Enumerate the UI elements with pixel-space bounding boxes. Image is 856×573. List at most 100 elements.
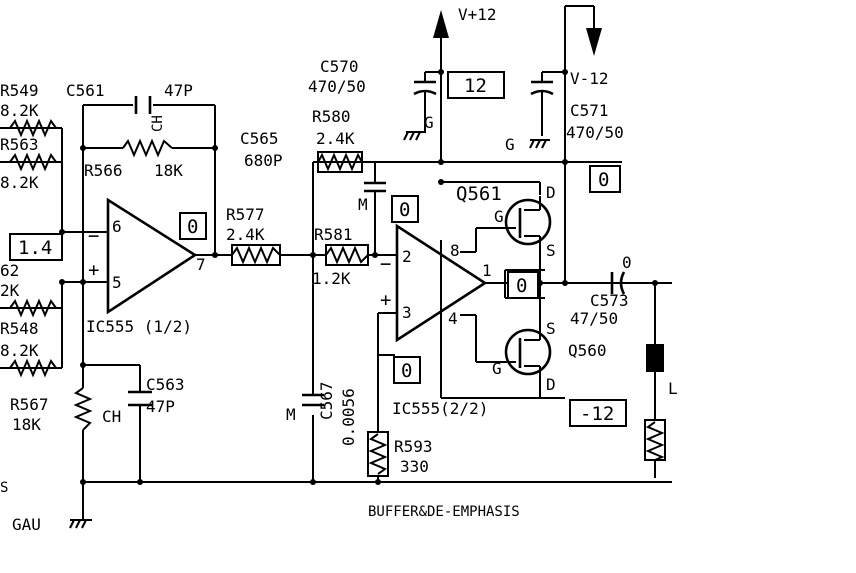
label-g1: G — [424, 113, 434, 132]
label-c563-val: 47P — [146, 397, 175, 416]
label-r566: R566 — [84, 161, 123, 180]
label-plus-b: + — [380, 289, 391, 311]
label-r581: R581 — [314, 225, 353, 244]
label-buffer-caption: BUFFER&DE-EMPHASIS — [368, 504, 520, 520]
label-gnd-gau: GAU — [12, 515, 41, 534]
label-pin2: 2 — [402, 247, 412, 266]
label-source-top: S — [546, 241, 556, 260]
r567-resistor — [73, 387, 93, 431]
r548-resistor — [9, 358, 57, 378]
label-ch-top: CH — [150, 115, 166, 132]
label-plus-a: + — [88, 259, 99, 281]
r563-resistor — [9, 152, 57, 172]
label-c571-val: 470/50 — [566, 123, 624, 142]
label-gate-top: G — [494, 207, 504, 226]
label-r593-val: 330 — [400, 457, 429, 476]
label-c573-pol: 0 — [622, 253, 632, 272]
r549-resistor — [9, 118, 57, 138]
label-r563: R563 — [0, 135, 39, 154]
label-q561: Q561 — [456, 183, 502, 205]
label-r567: R567 — [10, 395, 49, 414]
label-pin7: 7 — [196, 255, 206, 274]
label-c570-val: 470/50 — [308, 77, 366, 96]
coil-inductor — [646, 344, 664, 372]
r62-resistor — [9, 298, 57, 318]
q560-transistor — [504, 328, 552, 376]
label-ic555-a: IC555 (1/2) — [86, 317, 192, 336]
voltage-boxes: 12 0 0 0 0 0 -12 1.4 — [9, 71, 627, 427]
label-r577-val: 2.4K — [226, 225, 265, 244]
label-c561: C561 — [66, 81, 105, 100]
label-drain-bot: D — [546, 375, 556, 394]
label-ch-bottom: CH — [102, 407, 121, 426]
label-r581-val: 1.2K — [312, 269, 351, 288]
label-q560: Q560 — [568, 341, 607, 360]
label-r593: R593 — [394, 437, 433, 456]
box-m-node: 0 — [399, 199, 410, 221]
label-pin8: 8 — [450, 241, 460, 260]
label-c565: C565 — [240, 129, 279, 148]
label-pin4: 4 — [448, 309, 458, 328]
label-c563: C563 — [146, 375, 185, 394]
label-m-bottom: M — [286, 405, 296, 424]
label-r62-val: 2K — [0, 281, 20, 300]
right-resistor — [645, 421, 665, 461]
label-r549-val: 8.2K — [0, 101, 39, 120]
components — [9, 10, 666, 529]
labels: V+12 V-12 C570 470/50 C571 470/50 R580 2… — [0, 5, 678, 534]
box-in-plus-b: 0 — [401, 360, 412, 382]
label-pin1: 1 — [482, 261, 492, 280]
box-out-b: 0 — [516, 275, 527, 297]
ground-symbol-icon — [403, 131, 426, 141]
label-c567-val: 0.0056 — [339, 388, 358, 446]
box-v12: 12 — [464, 75, 487, 97]
r577-resistor — [231, 245, 281, 265]
label-source-bot: S — [546, 319, 556, 338]
label-m-top: M — [358, 195, 368, 214]
q561-transistor — [504, 198, 552, 246]
label-vplus: V+12 — [458, 5, 497, 24]
label-r549: R549 — [0, 81, 39, 100]
label-vminus: V-12 — [570, 69, 609, 88]
label-r548: R548 — [0, 319, 39, 338]
label-c571: C571 — [570, 101, 609, 120]
vplus-arrow-icon — [433, 10, 449, 38]
r593-resistor — [368, 433, 388, 475]
label-ic555-b: IC555(2/2) — [392, 399, 488, 418]
box-input-left: 1.4 — [18, 237, 52, 259]
label-r563-val: 8.2K — [0, 173, 39, 192]
label-c565-val: 680P — [244, 151, 283, 170]
label-r548-val: 8.2K — [0, 341, 39, 360]
label-minus-b: − — [380, 253, 391, 275]
label-r567-val: 18K — [12, 415, 41, 434]
ground-symbol-icon — [529, 139, 550, 149]
label-c570: C570 — [320, 57, 359, 76]
box-neg12: -12 — [580, 403, 614, 425]
label-pin3: 3 — [402, 303, 412, 322]
label-r62: 62 — [0, 261, 19, 280]
op-amp-b-symbol — [395, 223, 488, 343]
label-gate-bot: G — [492, 359, 502, 378]
label-pin6: 6 — [112, 217, 122, 236]
box-rail-right: 0 — [598, 169, 609, 191]
label-g2: G — [505, 135, 515, 154]
r566-resistor — [122, 138, 173, 158]
op-amp-a-symbol — [106, 197, 198, 315]
label-r566-val: 18K — [154, 161, 183, 180]
label-r580: R580 — [312, 107, 351, 126]
box-out-a: 0 — [187, 216, 198, 238]
label-drain-top: D — [546, 183, 556, 202]
label-r580-val: 2.4K — [316, 129, 355, 148]
label-left-s: S — [0, 480, 8, 496]
label-c573: C573 — [590, 291, 629, 310]
vminus-arrow-icon — [586, 28, 602, 56]
ground-symbol-icon — [69, 519, 92, 529]
label-r577: R577 — [226, 205, 265, 224]
label-right-l: L — [668, 379, 678, 398]
label-c573-val: 47/50 — [570, 309, 618, 328]
r580-resistor — [317, 152, 363, 172]
label-minus-a: − — [88, 225, 99, 247]
label-pin5: 5 — [112, 273, 122, 292]
r581-resistor — [325, 245, 369, 265]
